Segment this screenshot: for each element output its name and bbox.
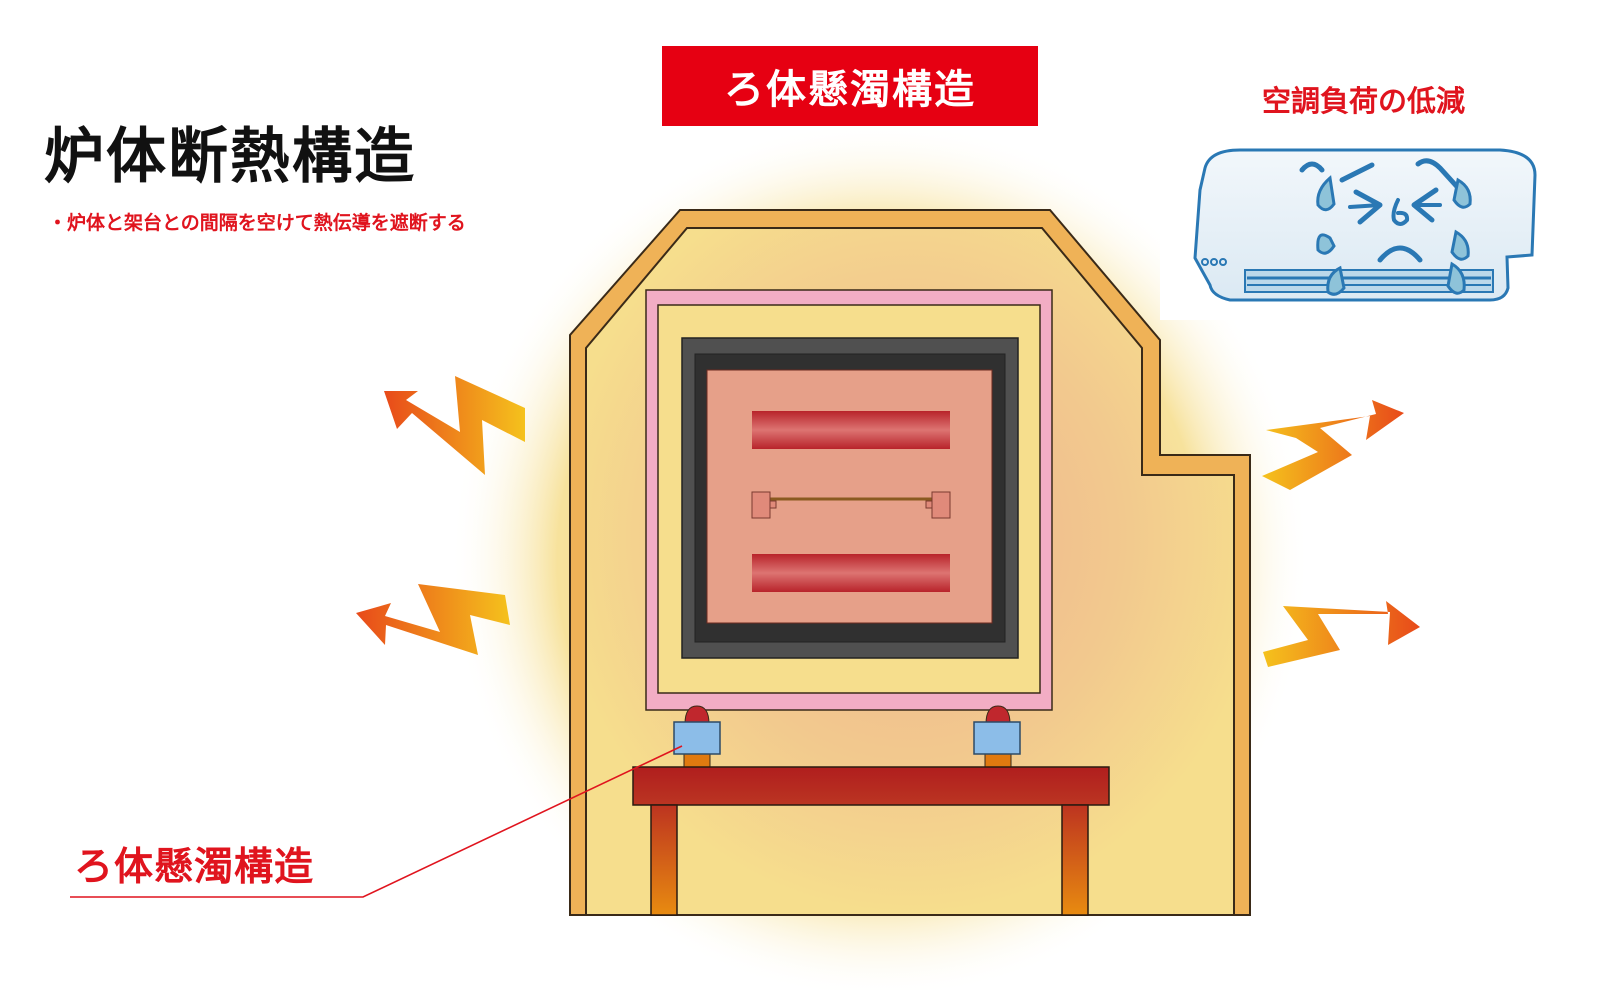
callout-leader-line	[70, 745, 683, 898]
heat-arrow-right-bottom-icon	[1263, 601, 1420, 667]
heat-arrow-left-bottom-icon	[356, 584, 510, 655]
description-bullet: ・炉体と架台との間隔を空けて熱伝導を遮断する	[48, 212, 466, 234]
stand-leg-right	[1061, 804, 1089, 916]
heater-bottom	[752, 554, 950, 592]
sad-air-conditioner-icon	[1160, 140, 1540, 320]
main-title: 炉体断熱構造	[44, 122, 416, 192]
rod-cap-left	[751, 491, 771, 519]
rod-cap-right	[931, 491, 951, 519]
rod-pin-left	[769, 500, 777, 509]
callout-label: ろ体懸濁構造	[74, 845, 315, 890]
mount-right	[973, 705, 1021, 768]
heat-arrow-right-top-icon	[1262, 400, 1404, 490]
heater-top	[752, 411, 950, 449]
stand-leg-left	[650, 804, 678, 916]
rod-pin-right	[925, 500, 933, 509]
header-banner: ろ体懸濁構造	[662, 46, 1038, 126]
ac-title: 空調負荷の低減	[1262, 84, 1466, 118]
banner-label: ろ体懸濁構造	[724, 67, 976, 113]
heat-arrow-left-top-icon	[384, 376, 525, 475]
stand-top	[632, 766, 1110, 806]
